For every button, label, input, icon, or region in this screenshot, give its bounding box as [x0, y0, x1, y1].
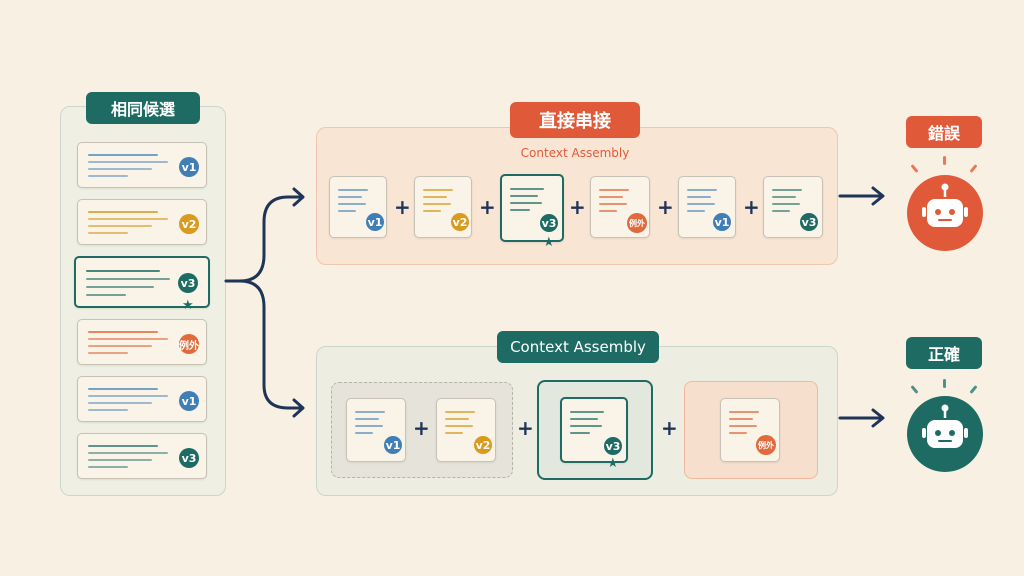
version-badge: v1 — [384, 436, 402, 454]
result-wrong-label: 錯誤 — [906, 116, 982, 148]
version-badge: v2 — [474, 436, 492, 454]
direct-concat-title: 直接串接 — [510, 102, 640, 138]
candidate-card-v1: v1 — [77, 142, 207, 188]
arrow-icon — [238, 279, 304, 410]
doc-card-v3-selected: v3 ★ — [560, 397, 628, 470]
plus-icon: + — [479, 195, 496, 219]
plus-icon: + — [661, 416, 678, 440]
plus-icon: + — [657, 195, 674, 219]
version-badge: v3 — [604, 437, 622, 455]
direct-concat-panel — [316, 127, 838, 265]
version-badge: v3 — [800, 213, 818, 231]
star-icon: ★ — [182, 298, 194, 313]
version-badge: v1 — [179, 157, 199, 177]
version-badge: v3 — [540, 214, 558, 232]
doc-card-v1: v1 — [678, 176, 736, 238]
star-icon: ★ — [543, 235, 555, 250]
version-badge: v3 — [179, 448, 199, 468]
arrow-icon — [224, 195, 304, 283]
doc-card-v1: v1 — [329, 176, 387, 238]
exception-badge: 例外 — [627, 213, 647, 233]
version-badge: v1 — [713, 213, 731, 231]
robot-icon — [907, 396, 983, 472]
exception-badge: 例外 — [179, 334, 199, 354]
context-assembly-title: Context Assembly — [497, 331, 659, 363]
candidate-card-exception: 例外 — [77, 319, 207, 365]
version-badge: v2 — [179, 214, 199, 234]
candidate-card-v1: v1 — [77, 376, 207, 422]
doc-card-exception: 例外 — [720, 398, 780, 462]
robot-icon — [907, 175, 983, 251]
candidates-title: 相同候選 — [86, 92, 200, 124]
doc-card-exception: 例外 — [590, 176, 650, 238]
plus-icon: + — [413, 416, 430, 440]
version-badge: v2 — [451, 213, 469, 231]
doc-card-v3: v3 — [763, 176, 823, 238]
doc-card-v2: v2 — [414, 176, 472, 238]
version-badge: v3 — [178, 273, 198, 293]
candidate-card-v3-selected: v3 ★ — [74, 256, 210, 312]
candidate-card-v2: v2 — [77, 199, 207, 245]
plus-icon: + — [569, 195, 586, 219]
doc-card-v2: v2 — [436, 398, 496, 462]
plus-icon: + — [517, 416, 534, 440]
doc-card-v1: v1 — [346, 398, 406, 462]
doc-card-v3-selected: v3 ★ — [500, 174, 564, 249]
candidate-card-v3: v3 — [77, 433, 207, 479]
star-icon: ★ — [607, 456, 619, 471]
version-badge: v1 — [366, 213, 384, 231]
plus-icon: + — [743, 195, 760, 219]
plus-icon: + — [394, 195, 411, 219]
context-assembly-subtitle: Context Assembly — [520, 146, 630, 160]
version-badge: v1 — [179, 391, 199, 411]
result-correct-label: 正確 — [906, 337, 982, 369]
exception-badge: 例外 — [756, 435, 776, 455]
